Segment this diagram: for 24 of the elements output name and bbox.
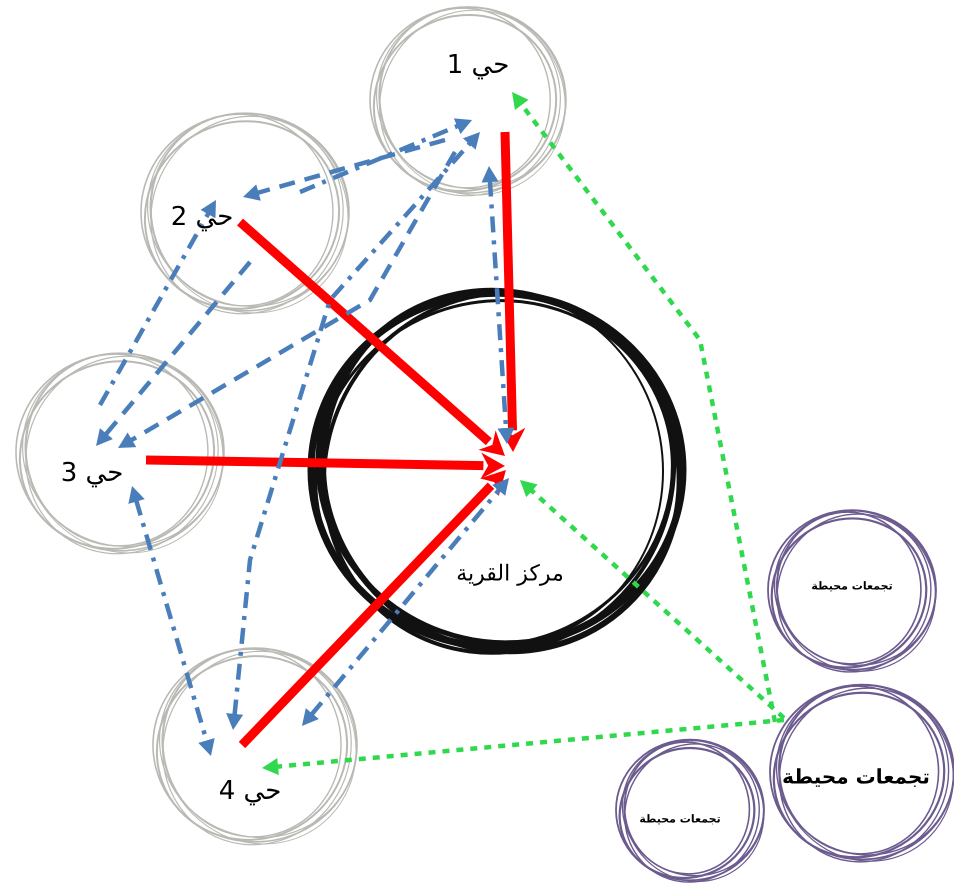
cluster-label: تجمعات محيطة [810,580,894,594]
arrow [237,218,505,456]
arrow [302,478,510,726]
arrow [520,480,786,720]
arrow [481,166,515,444]
arrow [499,132,526,452]
neighborhood-label: حي 1 [446,51,510,81]
neighborhood-label: حي 3 [60,459,124,489]
arrow [96,260,252,446]
cluster-label: تجمعات محيطة [781,766,931,788]
center-label: مركز القرية [455,561,565,587]
arrow [98,200,216,406]
arrow [128,486,215,756]
neighborhood-label: حي 4 [218,777,282,807]
arrow [299,118,472,194]
neighborhood-label: حي 2 [170,203,234,233]
arrow [238,470,506,748]
arrow [512,92,778,722]
arrow [262,718,784,776]
arrow [226,132,480,730]
arrow [242,138,446,201]
arrow [146,452,505,479]
cluster-label: تجمعات محيطة [638,814,722,826]
arrow [118,150,457,448]
